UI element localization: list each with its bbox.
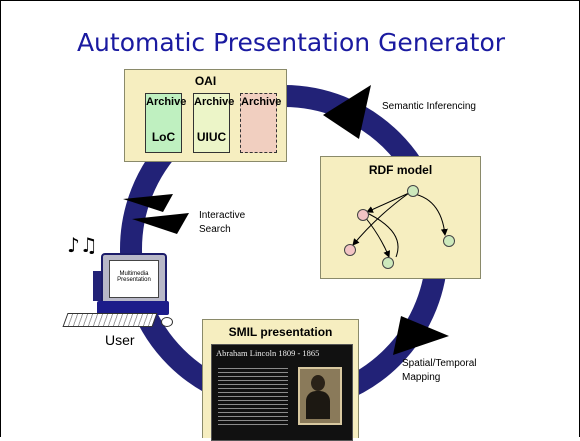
smil-portrait-head: [311, 375, 325, 391]
mouse: [161, 317, 173, 327]
rdf-edge: [352, 192, 410, 246]
rdf-model-box: RDF model: [320, 156, 481, 279]
archive-empty: Archive: [240, 93, 282, 153]
arrowhead-interactive-a: [123, 194, 173, 212]
arrowhead-spatial: [393, 316, 449, 355]
archive-loc: Archive LoC: [145, 93, 187, 153]
rdf-node: [407, 185, 419, 197]
smil-title: SMIL presentation: [228, 325, 333, 339]
rdf-node: [382, 257, 394, 269]
label-semantic-inferencing: Semantic Inferencing: [382, 101, 476, 112]
rdf-edge: [408, 192, 448, 236]
slide-title: Automatic Presentation Generator: [76, 28, 506, 57]
music-notes-icon: ♪♫: [67, 233, 98, 257]
oai-title: OAI: [194, 74, 217, 88]
speaker-left: [93, 271, 101, 301]
computer-monitor: Multimedia Presentation: [101, 253, 167, 307]
oai-box: OAI Archive LoC Archive UIUC Archive: [124, 69, 287, 162]
smil-screenshot: Abraham Lincoln 1809 - 1865: [211, 344, 353, 441]
keyboard: [62, 313, 158, 327]
label-interactive-line2: Search: [199, 224, 231, 235]
archive-header: Archive: [194, 96, 235, 108]
rdf-graph: [344, 185, 455, 269]
archive-name-loc: LoC: [151, 130, 176, 144]
arrowhead-interactive-b: [132, 213, 189, 234]
label-spatial-line1: Spatial/Temporal: [402, 358, 477, 369]
archive-name-uiuc: UIUC: [196, 130, 227, 144]
rdf-edge: [366, 192, 410, 213]
label-spatial-line2: Mapping: [402, 372, 441, 383]
arrowhead-semantic: [323, 85, 371, 139]
rdf-node: [344, 244, 356, 256]
rdf-node: [357, 209, 369, 221]
user-label: User: [105, 332, 135, 348]
smil-screen-title: Abraham Lincoln 1809 - 1865: [216, 348, 320, 358]
monitor-screen: Multimedia Presentation: [109, 260, 159, 298]
monitor-screen-text: Multimedia: [119, 271, 149, 277]
rdf-edge: [366, 212, 399, 258]
monitor-screen-text: Presentation: [117, 277, 151, 283]
rdf-title: RDF model: [368, 163, 433, 177]
smil-text-block: [218, 365, 288, 427]
computer-base: [97, 301, 169, 315]
archive-uiuc: Archive UIUC: [193, 93, 235, 153]
archive-header: Archive: [241, 96, 282, 108]
label-interactive-line1: Interactive: [199, 210, 246, 221]
rdf-edge: [364, 216, 391, 258]
rdf-node: [443, 235, 455, 247]
archive-header: Archive: [146, 96, 187, 108]
smil-presentation-box: SMIL presentation Abraham Lincoln 1809 -…: [202, 319, 359, 441]
smil-portrait-body: [306, 391, 330, 419]
